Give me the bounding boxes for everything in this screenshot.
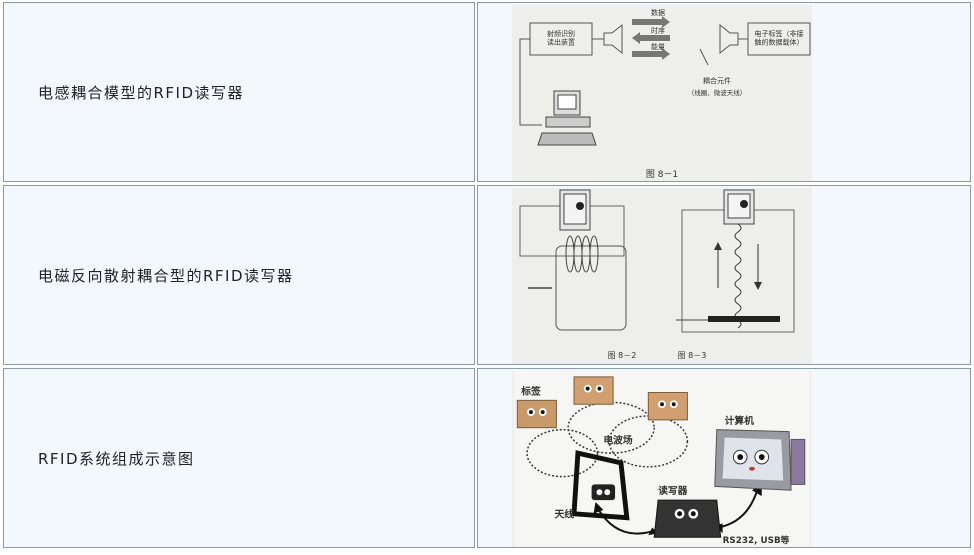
figure-caption-right: 图 8－3	[678, 351, 707, 360]
antenna-label: 天线	[554, 508, 574, 521]
row-label-cell: RFID系统组成示意图	[3, 368, 475, 548]
coupling-sub-label: （线圈、微波天线）	[688, 88, 747, 97]
reader-device-icon	[653, 499, 722, 538]
row-label-cell: 电磁反向散射耦合型的RFID读写器	[3, 185, 475, 365]
row-figure-cell: 射频识别读出装置 电子标签（非接触的数据载体） 数据	[477, 2, 971, 182]
coupling-label: 耦合元件	[703, 76, 731, 85]
row-label: 电感耦合模型的RFID读写器	[38, 83, 245, 102]
reader-label: 读写器	[658, 484, 688, 497]
arrow-clock-label: 时序	[651, 26, 665, 35]
computer-label: 计算机	[725, 414, 755, 427]
backscatter-coupling-diagram: 图 8－2 图 8－3	[512, 188, 812, 364]
row-figure-cell: 标签 电波场 天线	[477, 368, 971, 548]
inductive-coupling-diagram: 射频识别读出装置 电子标签（非接触的数据载体） 数据	[512, 5, 812, 181]
field-label: 电波场	[603, 433, 633, 446]
table-row: RFID系统组成示意图	[2, 368, 971, 550]
arrow-energy-label: 能量	[651, 42, 665, 51]
computer-icon	[714, 429, 806, 491]
row-label: RFID系统组成示意图	[38, 449, 195, 468]
table-row: 电感耦合模型的RFID读写器 射频识别读出装置 电子标签（非接触的数据载体）	[2, 2, 971, 184]
tag-box-label: 电子标签（非接触的数据载体）	[755, 29, 804, 46]
arrow-data-label: 数据	[651, 8, 665, 17]
tag-label: 标签	[520, 384, 541, 397]
antenna-icon	[571, 450, 630, 521]
figure-caption: 图 8－1	[646, 169, 678, 180]
reader-box-label: 射频识别读出装置	[547, 29, 575, 46]
figure-caption-left: 图 8－2	[608, 351, 637, 360]
tag-icon	[647, 392, 688, 421]
tag-icon	[573, 376, 614, 405]
row-label-cell: 电感耦合模型的RFID读写器	[3, 2, 475, 182]
table-row: 电磁反向散射耦合型的RFID读写器	[2, 185, 971, 367]
tag-icon	[516, 399, 557, 429]
rfid-system-diagram: 标签 电波场 天线	[512, 371, 812, 547]
row-label: 电磁反向散射耦合型的RFID读写器	[38, 266, 294, 285]
interface-label: RS232, USB等	[723, 534, 790, 546]
row-figure-cell: 图 8－2 图 8－3	[477, 185, 971, 365]
